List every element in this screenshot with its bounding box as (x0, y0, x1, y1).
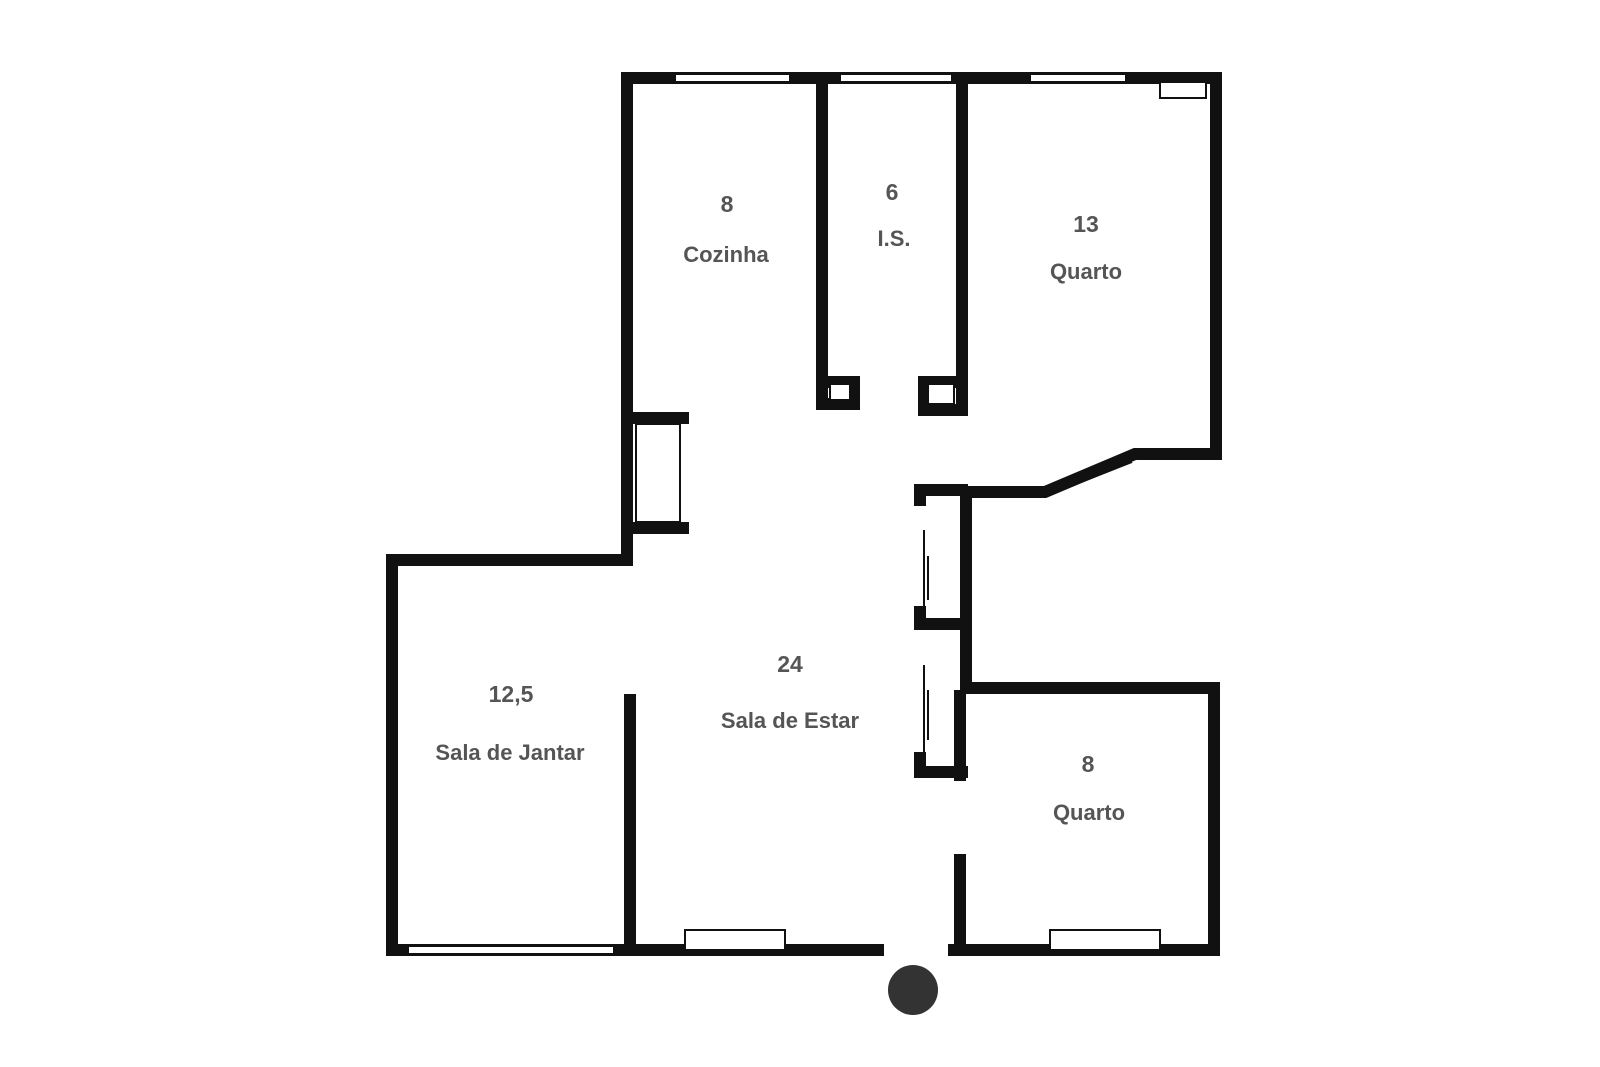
room-area-quarto-1: 13 (1073, 211, 1099, 237)
room-name-sala-jantar: Sala de Jantar (435, 740, 585, 765)
closet-quarto-1 (1159, 81, 1207, 99)
room-area-is: 6 (886, 179, 899, 205)
windows (407, 73, 1207, 955)
window-dining (407, 945, 615, 955)
window-kitchen (674, 73, 791, 83)
room-area-quarto-2: 8 (1082, 751, 1095, 777)
room-area-sala-jantar: 12,5 (489, 681, 534, 707)
window-quarto-1 (1029, 73, 1127, 83)
room-area-cozinha: 8 (721, 191, 734, 217)
interior-walls (624, 78, 968, 946)
entrance-dot-icon (888, 965, 938, 1015)
room-area-sala-estar: 24 (777, 651, 803, 677)
window-living (684, 929, 786, 951)
room-name-is: I.S. (877, 226, 910, 251)
room-name-cozinha: Cozinha (683, 242, 769, 267)
kitchen-counter (635, 423, 681, 523)
room-name-quarto-1: Quarto (1050, 259, 1122, 284)
window-is (839, 73, 953, 83)
duct-2 (927, 383, 955, 405)
duct-1 (829, 383, 851, 401)
room-name-sala-estar: Sala de Estar (721, 708, 860, 733)
room-name-quarto-2: Quarto (1053, 800, 1125, 825)
window-quarto-2 (1049, 929, 1161, 951)
room-labels: 8 Cozinha 6 I.S. 13 Quarto 12,5 Sala de … (435, 179, 1125, 825)
